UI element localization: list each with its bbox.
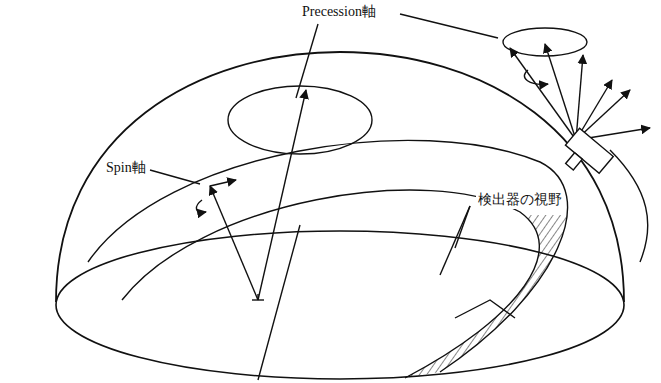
field-of-view-label: 検出器の視野 [476, 192, 564, 209]
axis-label: Precession軸 [300, 4, 378, 21]
axis-label: Spin軸 [104, 160, 148, 177]
